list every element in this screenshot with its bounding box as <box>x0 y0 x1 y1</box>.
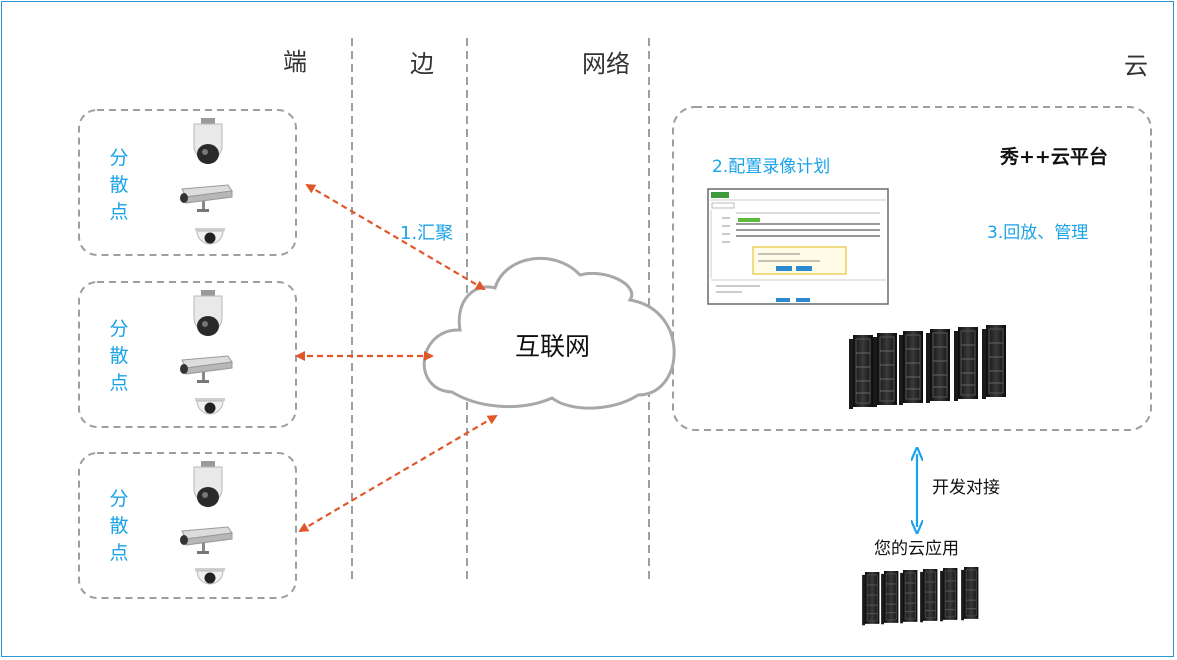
cloud-server-racks <box>848 324 1007 410</box>
internet-label: 互联网 <box>515 332 591 361</box>
camera-group-2 <box>179 289 233 415</box>
step-config-label: 2.配置录像计划 <box>712 157 831 177</box>
software-screenshot <box>707 188 889 305</box>
column-header-network: 网络 <box>582 50 630 78</box>
column-header-cloud: 云 <box>1124 52 1148 80</box>
camera-group-3 <box>179 460 233 585</box>
site-label-3: 分散点 <box>109 488 129 564</box>
site-box-2 <box>78 281 297 428</box>
integration-label: 开发对接 <box>932 478 1000 498</box>
column-header-edge: 边 <box>410 50 434 78</box>
site-label-2: 分散点 <box>109 318 129 394</box>
arrow-site3-internet <box>298 414 498 533</box>
site-label-1: 分散点 <box>109 147 129 223</box>
your-app-label: 您的云应用 <box>874 539 959 559</box>
app-server-racks <box>861 566 979 626</box>
internet-cloud <box>422 256 676 410</box>
arrow-site1-internet <box>305 183 486 291</box>
cloud-platform-box <box>672 106 1152 431</box>
column-header-end: 端 <box>283 48 307 76</box>
aggregate-label: 1.汇聚 <box>400 223 454 244</box>
site-box-3 <box>78 452 297 599</box>
camera-group-1 <box>179 117 233 245</box>
step-playback-label: 3.回放、管理 <box>987 223 1089 243</box>
cloud-platform-title: 秀++云平台 <box>1000 146 1108 168</box>
site-box-1 <box>78 109 297 256</box>
